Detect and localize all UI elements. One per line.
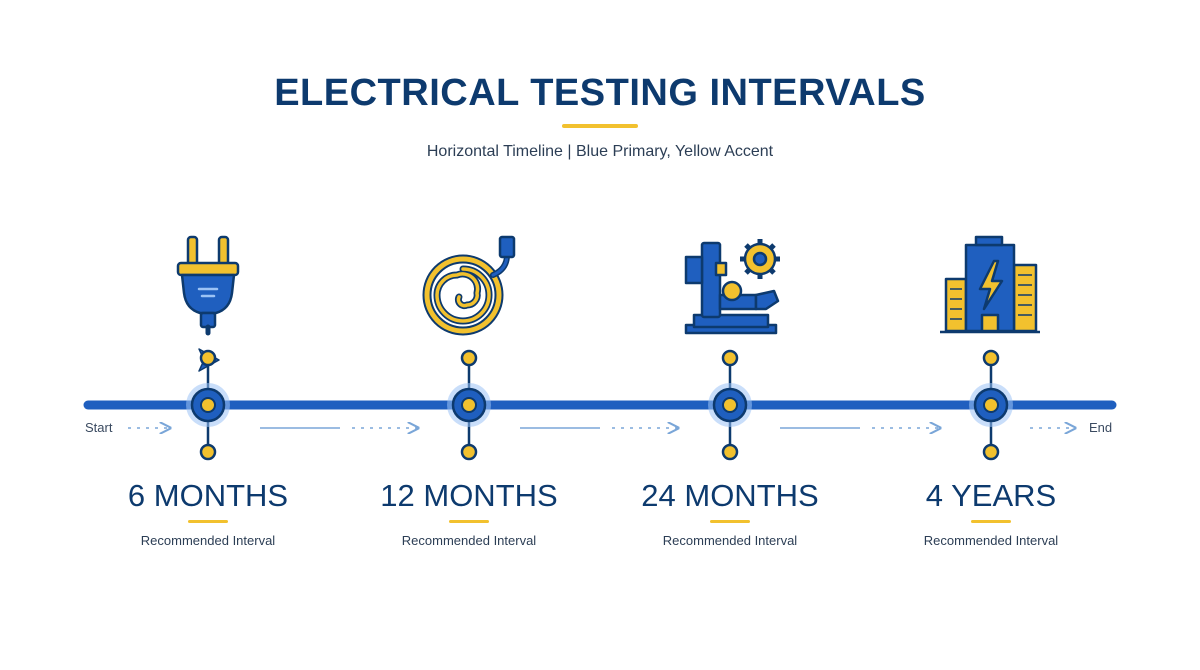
timeline-end-label: End [1089,420,1113,435]
milestone-bottom-dot [721,443,739,461]
milestone-node-core [983,397,999,413]
milestone-top-dot [721,349,739,367]
page-subtitle: Horizontal Timeline | Blue Primary, Yell… [426,143,774,160]
machine-gear-icon [684,239,780,335]
title-underline [562,124,638,128]
plug-icon [176,235,240,336]
milestone-label: 12 MONTHS [380,478,558,513]
page-title: ELECTRICAL TESTING INTERVALS [274,72,926,114]
building-power-icon [940,235,1040,334]
milestone-caption: Recommended Interval [662,533,798,548]
milestone-node-core [461,397,477,413]
milestone-top-dot [199,349,217,367]
milestone-caption: Recommended Interval [140,533,276,548]
milestone-underline [710,520,750,523]
milestone-top-dot [460,349,478,367]
milestone-caption: Recommended Interval [923,533,1059,548]
milestone-bottom-dot [199,443,217,461]
milestone-caption: Recommended Interval [401,533,537,548]
milestone-underline [449,520,489,523]
timeline-start-label: Start [85,420,113,435]
milestone-node-core [722,397,738,413]
milestone-label: 24 MONTHS [641,478,819,513]
milestone-bottom-dot [460,443,478,461]
milestone-top-dot [982,349,1000,367]
milestone-underline [971,520,1011,523]
milestone-bottom-dot [982,443,1000,461]
milestone-label: 4 YEARS [925,478,1057,513]
cable-coil-icon [422,235,516,336]
milestone-underline [188,520,228,523]
milestone-label: 6 MONTHS [127,478,289,513]
milestone-node-core [200,397,216,413]
